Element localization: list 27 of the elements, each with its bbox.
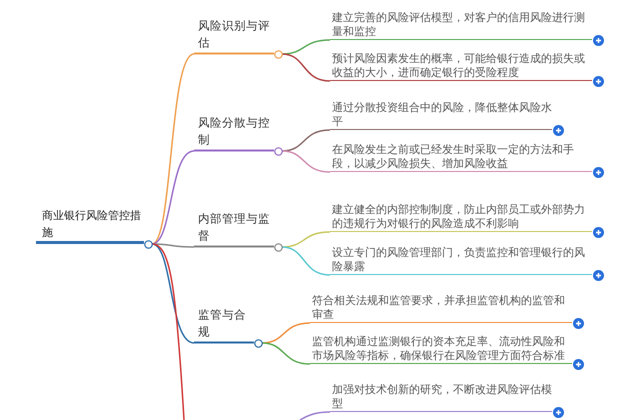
branch-line xyxy=(282,53,330,82)
leaf-topic: 建立健全的内部控制制度，防止内部员工或外部势力的违规行为对银行的风险造成不利影响 xyxy=(330,203,592,232)
leaf-topic: 在风险发生之前或已经发生时采取一定的方法和手段，以减少风险损失、增加风险收益 xyxy=(330,143,592,172)
leaf-topic: 通过分散投资组合中的风险，降低整体风险水平 xyxy=(330,101,552,130)
leaf-topic: 符合相关法规和监管要求，并承担监管机构的监管和审查 xyxy=(310,294,572,323)
main-topic: 风险分散与控制 xyxy=(194,114,274,151)
main-topic: 风险识别与评估 xyxy=(194,18,274,54)
branch-line xyxy=(282,246,330,276)
leaf-topic: 设立专门的风险管理部门，负责监控和管理银行的风险暴露 xyxy=(330,246,592,275)
leaf-topic: 建立完善的风险评估模型，对客户的信用风险进行测量和监控 xyxy=(330,11,592,40)
leaf-topic: 监管机构通过监测银行的资本充足率、流动性风险和市场风险等指标，确保银行在风险管理方面符合标准 xyxy=(310,335,572,364)
branch-line xyxy=(152,53,194,245)
branch-line xyxy=(282,129,330,152)
branch-line xyxy=(282,231,330,248)
leaf-topic: 预计风险因素发生的概率，可能给银行造成的损失或收益的大小，进而确定银行的受险程度 xyxy=(330,52,592,81)
main-topic: 内部管理与监督 xyxy=(194,210,274,247)
branch-line xyxy=(262,322,310,344)
leaf-topic: 加强对技术创新的研究，不断改进风险评估模型 xyxy=(330,383,552,412)
branch-line xyxy=(300,411,330,420)
central-topic: 商业银行风险管控措施 xyxy=(36,208,144,244)
branch-line xyxy=(152,243,194,344)
branch-line xyxy=(282,150,330,173)
branch-line xyxy=(262,342,310,365)
main-topic: 监管与合规 xyxy=(194,306,254,343)
branch-line xyxy=(152,150,194,245)
branch-line xyxy=(282,39,330,55)
branch-line xyxy=(152,243,185,420)
